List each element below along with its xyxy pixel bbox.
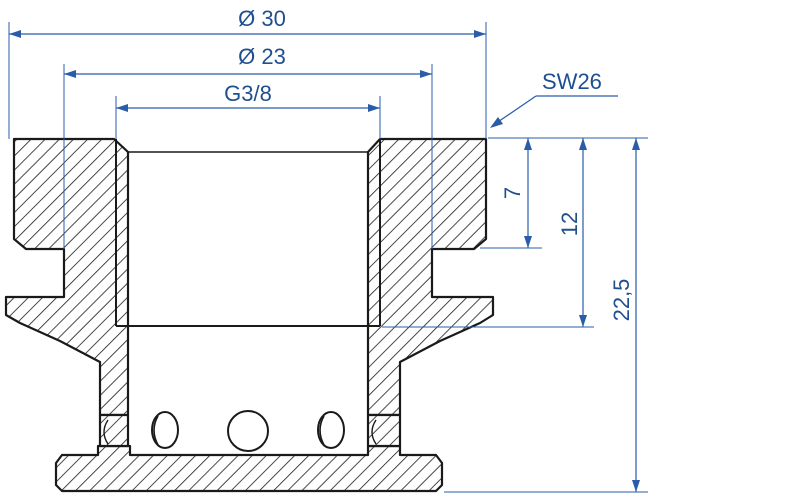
dimension-depth-7: 7	[500, 138, 532, 248]
vertical-extension-lines	[382, 137, 648, 493]
dimension-total-height: 22,5	[609, 138, 640, 492]
side-hole-center	[227, 410, 269, 452]
depth-7-label: 7	[500, 187, 525, 199]
web-right-curve	[371, 419, 377, 445]
web-left-curve	[103, 419, 109, 445]
depth-12-label: 12	[557, 212, 582, 236]
dimension-thread: G3/8	[115, 81, 381, 139]
right-wall-section	[366, 137, 495, 417]
dimension-depth-12: 12	[557, 138, 587, 327]
side-hole-left-inner	[153, 415, 159, 446]
side-hole-right-inner	[319, 415, 325, 446]
bottom-flange-section	[54, 444, 444, 493]
dimension-outer-diameter: Ø 30	[8, 6, 487, 139]
side-hole-left	[151, 411, 179, 449]
dimension-mid-diameter: Ø 23	[63, 44, 433, 249]
wrench-size-label: SW26	[542, 69, 602, 94]
right-lower-web	[366, 413, 402, 448]
outer-diameter-label: Ø 30	[238, 6, 286, 31]
part-section	[4, 137, 495, 493]
thread-label: G3/8	[224, 81, 272, 106]
total-height-label: 22,5	[609, 279, 634, 322]
left-wall-section	[4, 137, 130, 417]
mid-diameter-label: Ø 23	[238, 44, 286, 69]
wrench-size-leader: SW26	[490, 69, 618, 128]
side-hole-right	[317, 411, 345, 449]
